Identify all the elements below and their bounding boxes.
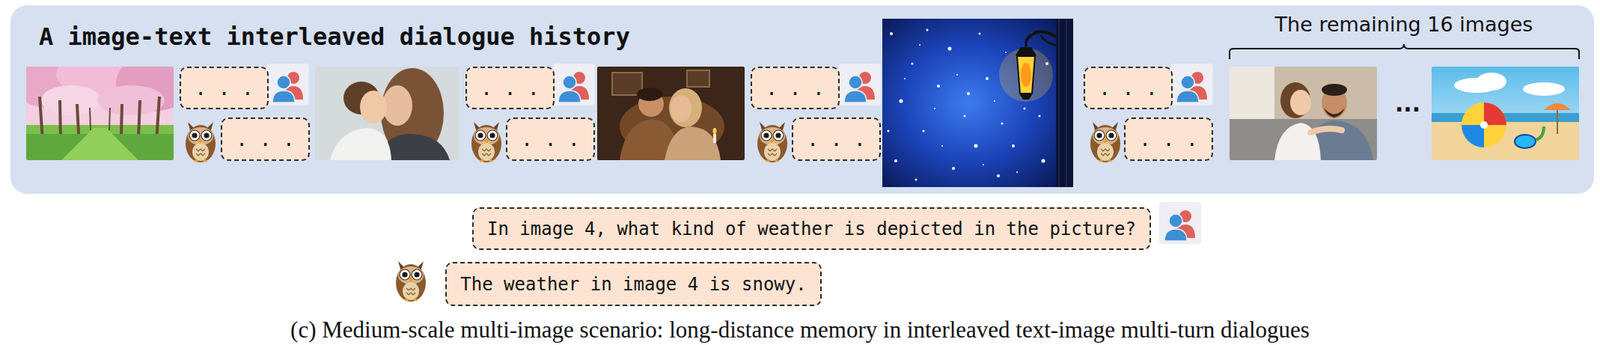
owl-icon bbox=[185, 121, 216, 163]
user-icon bbox=[267, 63, 310, 106]
owl-icon bbox=[395, 261, 426, 302]
turn-text: . . . bbox=[765, 77, 824, 100]
label-holder: The remaining 16 images bbox=[1275, 12, 1534, 37]
assistant-turn-box: . . . bbox=[505, 117, 595, 161]
turn-text: In image 4, what kind of weather is depi… bbox=[487, 217, 1137, 241]
snowy-lamp-picture bbox=[882, 18, 1074, 188]
turn-text: The weather in image 4 is snowy. bbox=[460, 273, 806, 296]
beach-picture bbox=[1431, 66, 1580, 161]
mother-son-photo bbox=[315, 66, 459, 161]
owl-icon bbox=[1090, 121, 1121, 163]
user-turn-box: . . . bbox=[750, 66, 840, 110]
owl-icon bbox=[757, 121, 788, 163]
user-turn-box: . . . bbox=[465, 66, 555, 110]
user-icon bbox=[1171, 63, 1214, 106]
turn-text: . . . bbox=[1098, 77, 1157, 100]
cherry-blossom-photo bbox=[26, 66, 174, 161]
turn-text: . . . bbox=[194, 77, 253, 100]
turn-text: . . . bbox=[806, 127, 866, 151]
assistant-turn-box: . . . bbox=[791, 117, 881, 161]
user-icon bbox=[838, 63, 881, 106]
user-icon bbox=[1159, 202, 1202, 244]
user-turn-box: . . . bbox=[1083, 66, 1173, 110]
caption-holder: (c) Medium-scale multi-image scenario: l… bbox=[0, 317, 1600, 343]
turn-text: . . . bbox=[520, 127, 580, 151]
answer-box: The weather in image 4 is snowy. bbox=[445, 261, 822, 307]
group-bracket bbox=[1229, 44, 1580, 60]
question-box: In image 4, what kind of weather is depi… bbox=[472, 207, 1151, 250]
figure-caption: (c) Medium-scale multi-image scenario: l… bbox=[290, 317, 1310, 343]
father-daughter-photo bbox=[1229, 66, 1377, 161]
turn-text: . . . bbox=[235, 127, 295, 151]
turn-text: . . . bbox=[480, 77, 539, 100]
user-turn-box: . . . bbox=[179, 66, 269, 110]
ellipsis-label: ... bbox=[1394, 91, 1421, 117]
assistant-turn-box: . . . bbox=[220, 117, 310, 161]
owl-icon bbox=[471, 121, 502, 163]
turn-text: . . . bbox=[1139, 127, 1198, 151]
label-holder: ... bbox=[1394, 91, 1421, 117]
user-icon bbox=[553, 63, 595, 106]
couple-dinner-photo bbox=[597, 66, 745, 161]
group-label: The remaining 16 images bbox=[1275, 12, 1534, 37]
assistant-turn-box: . . . bbox=[1124, 117, 1214, 161]
